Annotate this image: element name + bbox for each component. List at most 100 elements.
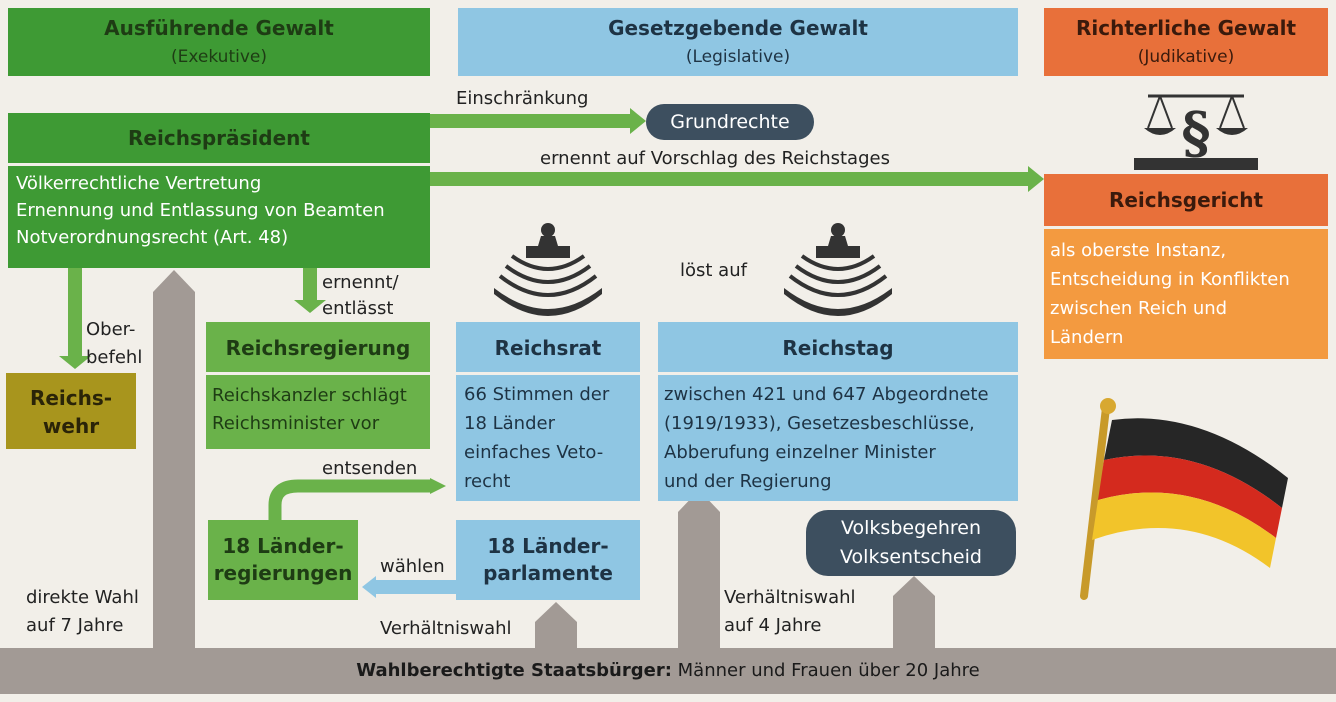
label-waehlen: wählen xyxy=(380,556,445,577)
reichspraesident-title: Reichspräsident xyxy=(128,126,310,150)
label-line: auf 4 Jahre xyxy=(724,615,822,636)
laenderregierungen-box xyxy=(208,520,358,600)
label-oberbefehl: Ober- befehl xyxy=(86,316,142,372)
laenderregierungen-label: 18 Länder- regierungen xyxy=(208,533,358,587)
volks-line: Volksbegehren xyxy=(841,517,981,539)
reichswehr-line: Reichs- xyxy=(29,386,113,410)
reichsrat-title: Reichsrat xyxy=(494,336,602,360)
label-ernennt-vorschlag: ernennt auf Vorschlag des Reichstages xyxy=(540,148,890,169)
footer-bar xyxy=(0,648,1336,694)
laenderparlamente-label: 18 Länder- parlamente xyxy=(456,533,640,587)
reichstag-line: Abberufung einzelner Minister xyxy=(664,442,936,463)
parliament-icon xyxy=(784,223,892,316)
reichsrat-body-box xyxy=(456,375,640,501)
reichstag-title-box xyxy=(658,322,1018,372)
arrow-ernennt-entlaesst xyxy=(294,268,326,313)
legislative-title: Gesetzgebende Gewalt xyxy=(608,16,868,40)
label-ernennt-entlaesst: ernennt/ entlässt xyxy=(322,270,399,322)
reichspraesident-duty: Notverordnungsrecht (Art. 48) xyxy=(16,227,289,248)
label-einschraenkung: Einschränkung xyxy=(456,88,589,109)
reichsgericht-title-box xyxy=(1044,174,1328,226)
laenderparlamente-box xyxy=(456,520,640,600)
footer-bold: Wahlberechtigte Staatsbürger: xyxy=(356,660,672,681)
laenderparlamente-line: parlamente xyxy=(483,561,613,585)
laenderregierungen-line: 18 Länder- xyxy=(222,534,344,558)
judikative-subtitle: (Judikative) xyxy=(1137,47,1235,67)
reichstag-desc: zwischen 421 und 647 Abgeordnete (1919/1… xyxy=(664,380,1018,496)
label-line: auf 7 Jahre xyxy=(26,615,124,636)
header-legislative-box xyxy=(458,8,1018,76)
laenderregierungen-line: regierungen xyxy=(213,561,353,585)
exekutive-subtitle: (Exekutive) xyxy=(170,47,267,67)
header-exekutive-box xyxy=(8,8,430,76)
arrow-einschraenkung xyxy=(430,108,646,134)
reichswehr-box xyxy=(6,373,136,449)
reichsregierung-desc: Reichskanzler schlägt Reichsminister vor xyxy=(212,382,430,438)
reichsregierung-title-box xyxy=(206,322,430,372)
label-direkte-wahl: direkte Wahl auf 7 Jahre xyxy=(26,584,139,640)
svg-text:§: § xyxy=(1181,100,1210,166)
german-flag-icon xyxy=(1080,398,1288,600)
reichsregierung-body-box xyxy=(206,375,430,449)
reichstag-line: und der Regierung xyxy=(664,471,832,492)
volks-line: Volksentscheid xyxy=(840,546,982,568)
arrow-entsenden-line xyxy=(268,479,432,520)
label-line: entlässt xyxy=(322,298,394,319)
legislative-subtitle: (Legislative) xyxy=(685,47,791,67)
arrow-direkte-wahl xyxy=(153,270,195,648)
reichspraesident-body-box xyxy=(8,166,430,268)
label-line: Ober- xyxy=(86,319,136,340)
label-entsenden: entsenden xyxy=(322,458,418,479)
reichsgericht-title: Reichsgericht xyxy=(1108,188,1264,212)
parliament-icon xyxy=(494,223,602,316)
label-loest-auf: löst auf xyxy=(680,260,747,281)
reichsgericht-line: Ländern xyxy=(1050,327,1124,348)
label-verhaeltniswahl-reichstag: Verhältniswahl auf 4 Jahre xyxy=(724,584,856,640)
arrow-waehlen xyxy=(362,576,456,598)
judikative-title: Richterliche Gewalt xyxy=(1075,16,1297,40)
reichsrat-line: 18 Länder xyxy=(464,413,555,434)
laenderparlamente-line: 18 Länder- xyxy=(487,534,609,558)
label-line: direkte Wahl xyxy=(26,587,139,608)
arrow-entsenden-head xyxy=(430,478,446,494)
volksbegehren-pill: Volksbegehren Volksentscheid xyxy=(806,510,1016,576)
label-line: befehl xyxy=(86,347,143,368)
scales-paragraph-icon: § xyxy=(1134,94,1258,170)
arrow-verhaeltniswahl-laender xyxy=(535,602,577,648)
header-judikative-box xyxy=(1044,8,1328,76)
reichsregierung-title: Reichsregierung xyxy=(225,336,411,360)
reichspraesident-duties: Völkerrechtliche Vertretung Ernennung un… xyxy=(16,170,430,251)
label-line: Verhältniswahl xyxy=(724,587,856,608)
arrow-ernennt-reichsgericht xyxy=(430,166,1044,192)
reichswehr-label: Reichs- wehr xyxy=(6,384,136,440)
footer-rest: Männer und Frauen über 20 Jahre xyxy=(671,660,980,681)
reichsgericht-line: als oberste Instanz, xyxy=(1050,240,1227,261)
reichstag-line: (1919/1933), Gesetzesbeschlüsse, xyxy=(664,413,975,434)
exekutive-title: Ausführende Gewalt xyxy=(104,16,334,40)
reichsgericht-line: zwischen Reich und xyxy=(1050,298,1228,319)
reichstag-line: zwischen 421 und 647 Abgeordnete xyxy=(664,384,989,405)
label-line: ernennt/ xyxy=(322,272,399,293)
reichsgericht-line: Entscheidung in Konflikten xyxy=(1050,269,1290,290)
reichstag-body-box xyxy=(658,375,1018,501)
reichsrat-desc: 66 Stimmen der 18 Länder einfaches Veto-… xyxy=(464,380,640,496)
grundrechte-pill: Grundrechte xyxy=(646,104,814,140)
reichstag-title: Reichstag xyxy=(782,336,894,360)
reichsgericht-body-box xyxy=(1044,229,1328,359)
reichsregierung-line: Reichskanzler schlägt xyxy=(212,385,407,406)
reichsrat-line: 66 Stimmen der xyxy=(464,384,610,405)
footer-text: Wahlberechtigte Staatsbürger: Männer und… xyxy=(0,656,1336,685)
reichspraesident-duty: Ernennung und Entlassung von Beamten xyxy=(16,200,385,221)
reichspraesident-title-box xyxy=(8,113,430,163)
reichspraesident-duty: Völkerrechtliche Vertretung xyxy=(16,173,262,194)
reichsrat-line: recht xyxy=(464,471,511,492)
arrow-oberbefehl xyxy=(59,268,91,369)
reichsrat-line: einfaches Veto- xyxy=(464,442,604,463)
reichsgericht-desc: als oberste Instanz, Entscheidung in Kon… xyxy=(1050,236,1328,352)
label-verhaeltniswahl-laender: Verhältniswahl xyxy=(380,618,512,639)
arrow-volksentscheid xyxy=(893,576,935,648)
reichswehr-line: wehr xyxy=(42,414,100,438)
reichsregierung-line: Reichsminister vor xyxy=(212,413,380,434)
